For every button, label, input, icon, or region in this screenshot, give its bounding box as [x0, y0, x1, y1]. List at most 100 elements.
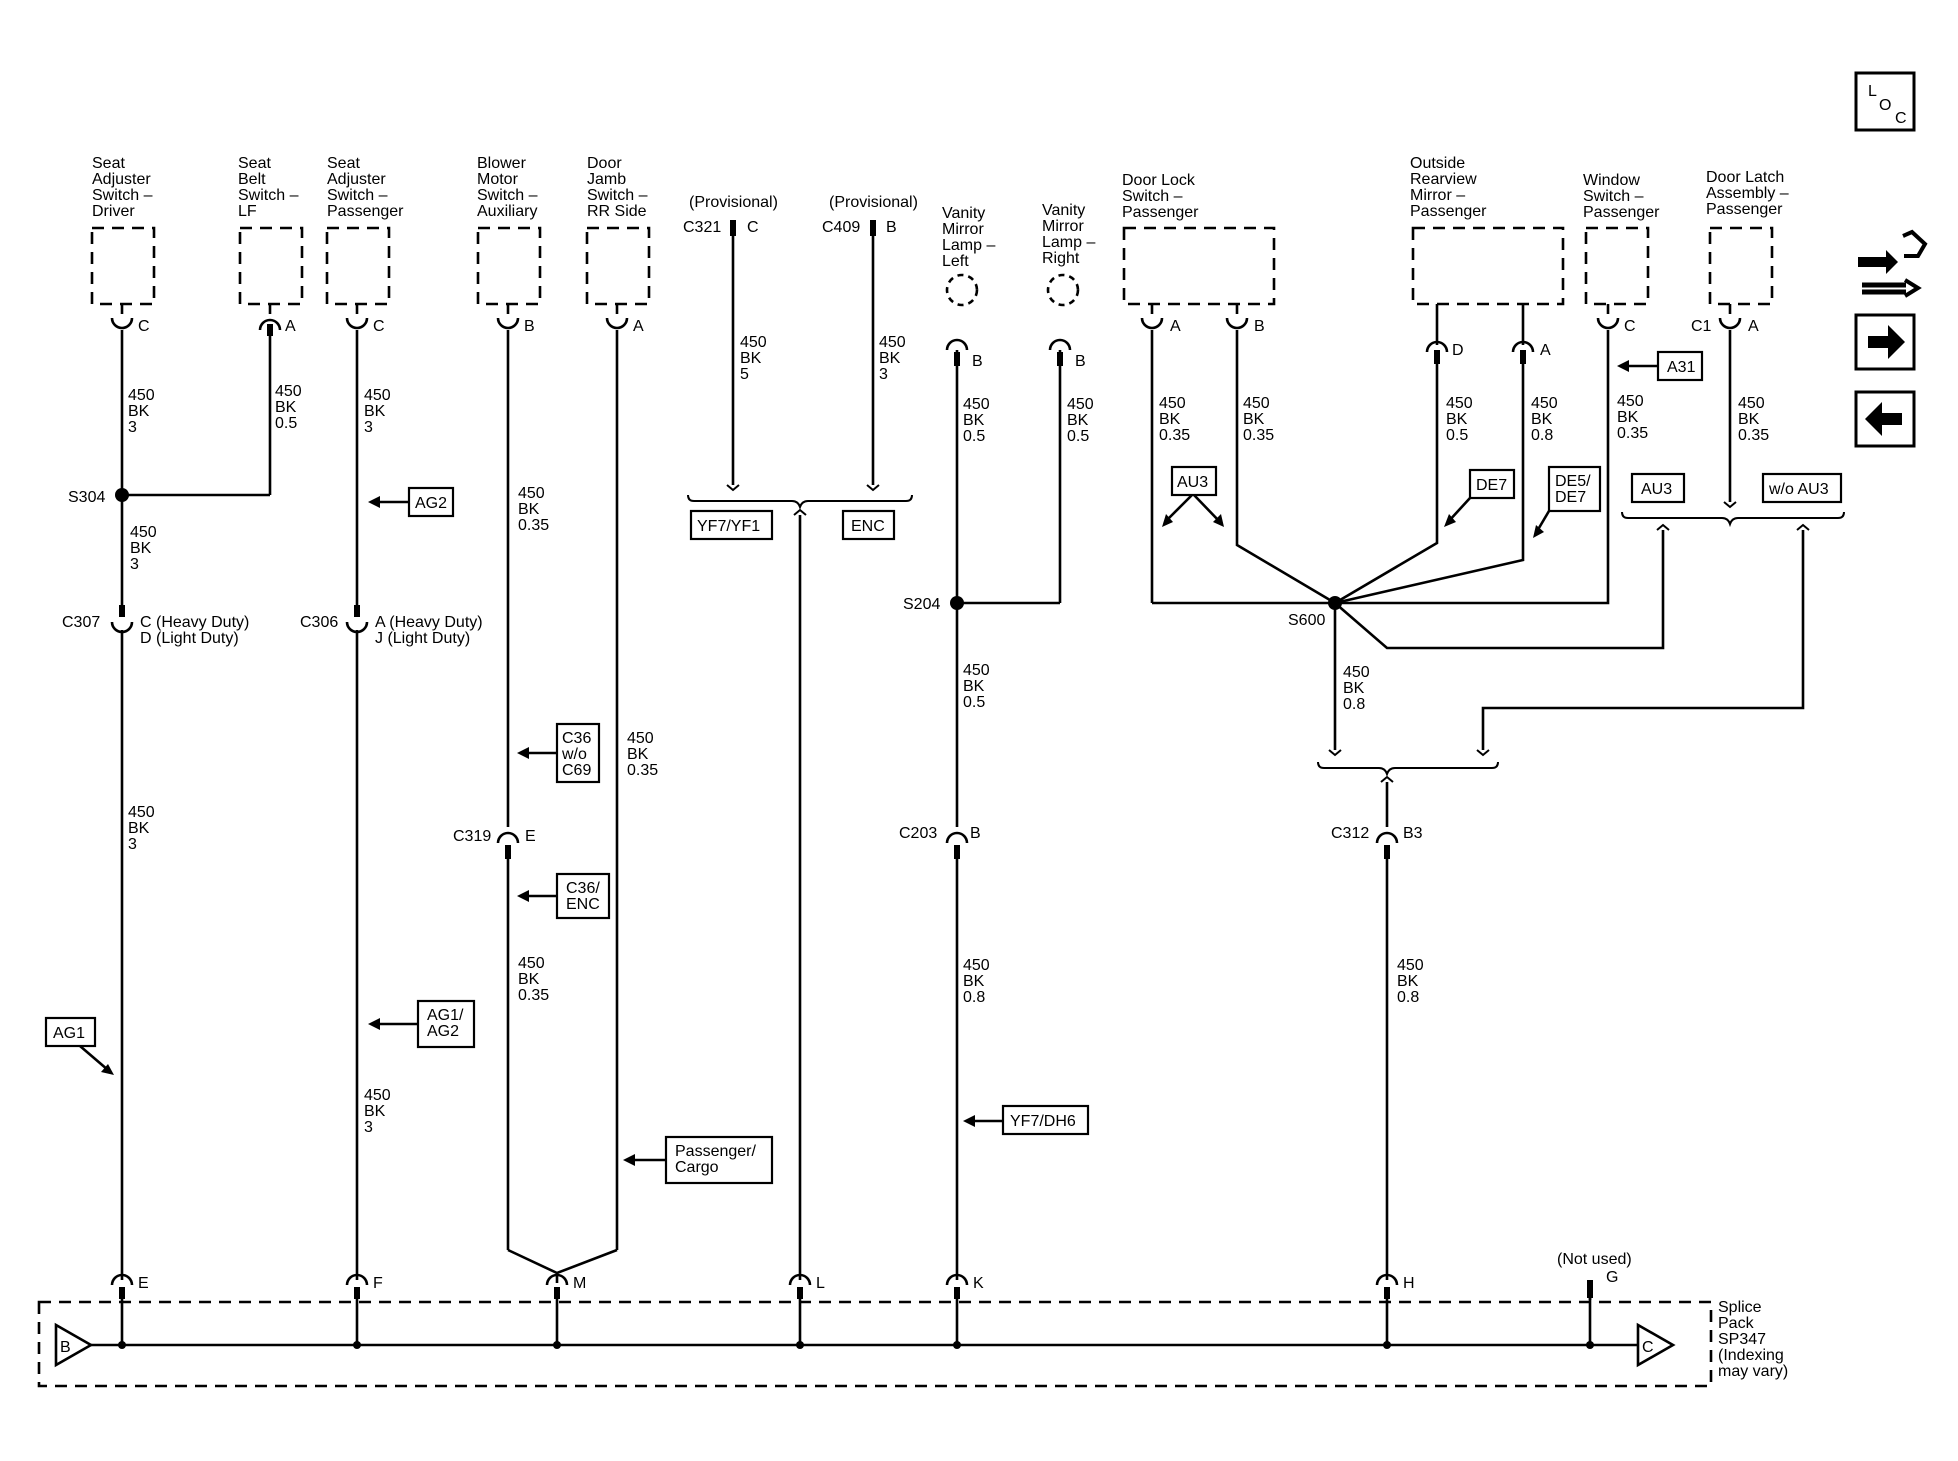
splice-pack-box — [37, 1300, 1713, 1388]
left-arrow-icon — [1865, 402, 1902, 436]
tag-c36-enc: C36/ENC — [517, 872, 611, 920]
vanity-right-lamp — [1046, 273, 1080, 307]
splice-pack-left-arrow — [54, 1322, 94, 1368]
pin-c321 — [730, 220, 736, 236]
wire-mirror-a — [1334, 355, 1525, 605]
tag-de7-text: DE7 — [1476, 477, 1507, 494]
window-switch-box — [1584, 226, 1650, 306]
pin-letter-driver: C — [138, 318, 150, 335]
label-c306-desc: A (Heavy Duty)J (Light Duty) — [375, 614, 483, 647]
tag-yf7-yf1: YF7/YF1 — [689, 509, 774, 541]
tag-wo-au3: w/o AU3 — [1761, 472, 1843, 504]
tag-de5-de7: DE5/DE7 — [1533, 465, 1602, 538]
pack-pin-dot-f — [353, 1341, 361, 1349]
tag-au3-a-text: AU3 — [1177, 474, 1208, 491]
loc-letter-o: O — [1879, 97, 1891, 114]
next-page-button[interactable] — [1854, 313, 1916, 371]
pin-letter-mir-a: A — [1540, 342, 1551, 359]
pin-letters: C A C B A B B A B D A C C1 A — [138, 318, 1759, 370]
wire-m-merge — [507, 1248, 618, 1275]
tag-ag1-ag2: AG1/AG2 — [368, 999, 476, 1049]
pack-pin-g — [1587, 1280, 1593, 1298]
loc-letter-c: C — [1895, 110, 1907, 127]
option-bracket-au3 — [1621, 511, 1845, 528]
cup-c306 — [345, 621, 369, 634]
pin-letter-latch-conn: C1 — [1691, 318, 1712, 335]
label-c321-pin: C — [747, 219, 759, 236]
label-c409-pin: B — [886, 219, 897, 236]
pin-letter-blower: B — [524, 318, 535, 335]
tag-de7: DE7 — [1444, 468, 1516, 527]
pack-pin-f — [354, 1287, 360, 1299]
cup-belt — [258, 318, 282, 331]
cup-c307 — [110, 621, 134, 634]
door-latch-box — [1708, 226, 1774, 306]
tag-enc: ENC — [841, 509, 896, 541]
tag-wo-au3-text: w/o AU3 — [1768, 481, 1829, 498]
splice-pack-right-arrow — [1636, 1322, 1676, 1368]
label-provisional-2: (Provisional) — [829, 194, 918, 211]
pack-pin-dot-g — [1586, 1341, 1594, 1349]
cup-blower — [496, 317, 520, 330]
tag-yf7-dh6-text: YF7/DH6 — [1010, 1113, 1076, 1130]
mirror-passenger-box — [1411, 226, 1565, 306]
pin-letter-pass: C — [373, 318, 385, 335]
splice-s304 — [115, 488, 129, 502]
door-jamb-rr-box — [585, 226, 651, 306]
pin-letter-mir-d: D — [1452, 342, 1464, 359]
prev-page-button[interactable] — [1854, 390, 1916, 448]
label-c203: C203 — [899, 825, 937, 842]
splice-pack-left-letter: B — [60, 1339, 71, 1356]
tag-a31: A31 — [1617, 350, 1704, 382]
wire-mirror-d — [1334, 355, 1439, 605]
tag-ag1-text: AG1 — [53, 1025, 85, 1042]
connector-tool-icon[interactable] — [1858, 229, 1928, 298]
pack-pin-dot-m — [553, 1341, 561, 1349]
label-c321: C321 — [683, 219, 721, 236]
label-c306: C306 — [300, 614, 338, 631]
label-c203-pin: B — [970, 825, 981, 842]
wire-latch-end — [1723, 501, 1737, 509]
wire-wo-au3 — [1481, 530, 1805, 750]
tag-yf7-yf1-text: YF7/YF1 — [697, 518, 760, 535]
pack-pin-cup-e — [110, 1273, 134, 1286]
pin-letter-win: C — [1624, 318, 1636, 335]
tag-au3-a: AU3 — [1162, 465, 1224, 527]
pin-letter-vr: B — [1075, 353, 1086, 370]
pack-pin-label-h: H — [1403, 1275, 1415, 1292]
locator-button[interactable]: L O C — [1854, 71, 1916, 132]
pin-letter-latch: A — [1748, 318, 1759, 335]
tag-yf7-dh6: YF7/DH6 — [963, 1104, 1090, 1136]
pack-pin-cup-l — [788, 1273, 812, 1286]
seat-adjuster-driver-box — [90, 226, 156, 306]
pack-pin-label-l: L — [816, 1275, 825, 1292]
wire-window — [1335, 330, 1610, 605]
cup-vl — [945, 338, 969, 351]
cup-pass — [345, 317, 369, 330]
wire-c409-end — [866, 484, 880, 492]
splice-pack-not-used: (Not used) — [1557, 1251, 1632, 1268]
splice-dots: S304 S204 S600 — [68, 488, 1342, 629]
tag-ag2-text: AG2 — [415, 495, 447, 512]
wire-au3-top — [1656, 523, 1670, 531]
pin-belt — [267, 324, 273, 336]
